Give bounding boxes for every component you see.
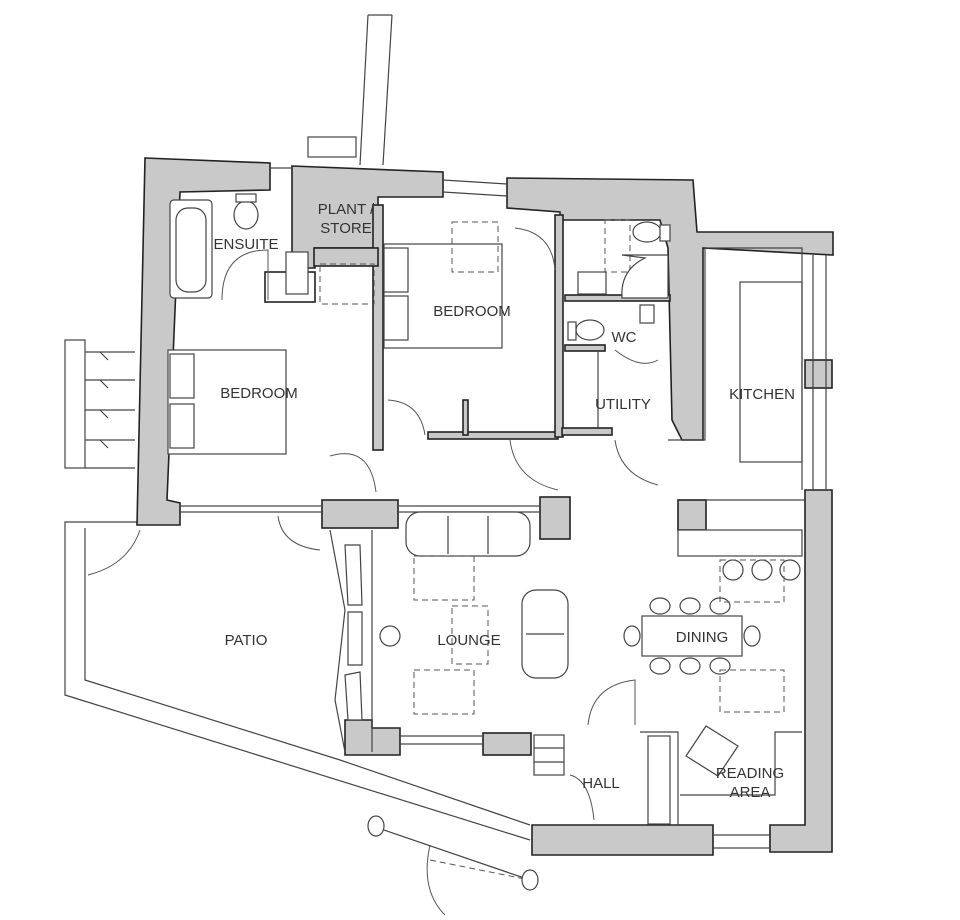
label-bedroom-left: BEDROOM (220, 385, 298, 402)
label-wc: WC (612, 329, 637, 346)
label-kitchen: KITCHEN (729, 386, 795, 403)
label-bedroom-top: BEDROOM (433, 303, 511, 320)
label-reading-line1: READING (716, 765, 784, 782)
label-dining: DINING (676, 629, 729, 646)
label-patio: PATIO (225, 632, 268, 649)
wc-fixtures (509, 219, 671, 491)
patio-outline (64, 521, 539, 916)
bedroom-left-furniture (167, 263, 377, 551)
ensuite-fixtures (169, 193, 309, 301)
label-reading-line2: AREA (730, 784, 771, 801)
label-hall: HALL (582, 775, 620, 792)
bedroom-top-furniture (383, 221, 556, 436)
windows (180, 167, 827, 849)
reading-hall-fixtures (339, 725, 802, 826)
kitchen-fixtures (668, 247, 805, 581)
external-steps (64, 339, 135, 469)
label-lounge: LOUNGE (437, 632, 500, 649)
garden-path (307, 14, 393, 166)
bay-window (329, 529, 373, 753)
label-plant-store-line1: PLANT / (318, 201, 375, 218)
label-ensuite: ENSUITE (213, 236, 278, 253)
label-plant-store-line2: STORE (320, 220, 371, 237)
lounge-furniture (379, 511, 636, 726)
label-utility: UTILITY (595, 396, 651, 413)
dining-furniture (623, 559, 785, 713)
